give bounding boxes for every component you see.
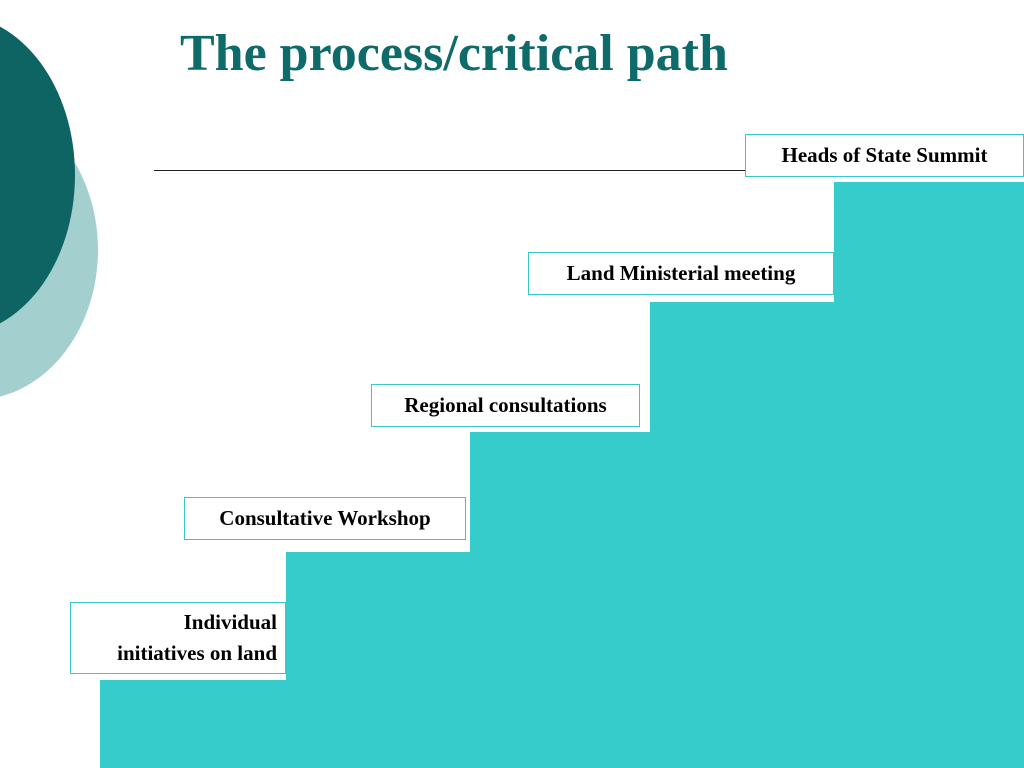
title-divider-line xyxy=(154,170,972,171)
step-heads-of-state-summit: Heads of State Summit xyxy=(745,134,1024,177)
step-consultative-workshop: Consultative Workshop xyxy=(184,497,466,540)
step-regional-consultations: Regional consultations xyxy=(371,384,640,427)
step-individual-initiatives-line-1: Individual xyxy=(183,610,277,634)
step-land-ministerial-meeting: Land Ministerial meeting xyxy=(528,252,834,295)
slide-title: The process/critical path xyxy=(180,25,728,82)
step-individual-initiatives-line-2: initiatives on land xyxy=(117,641,277,665)
staircase-shape xyxy=(100,182,1024,768)
step-individual-initiatives: Individual initiatives on land xyxy=(70,602,286,674)
